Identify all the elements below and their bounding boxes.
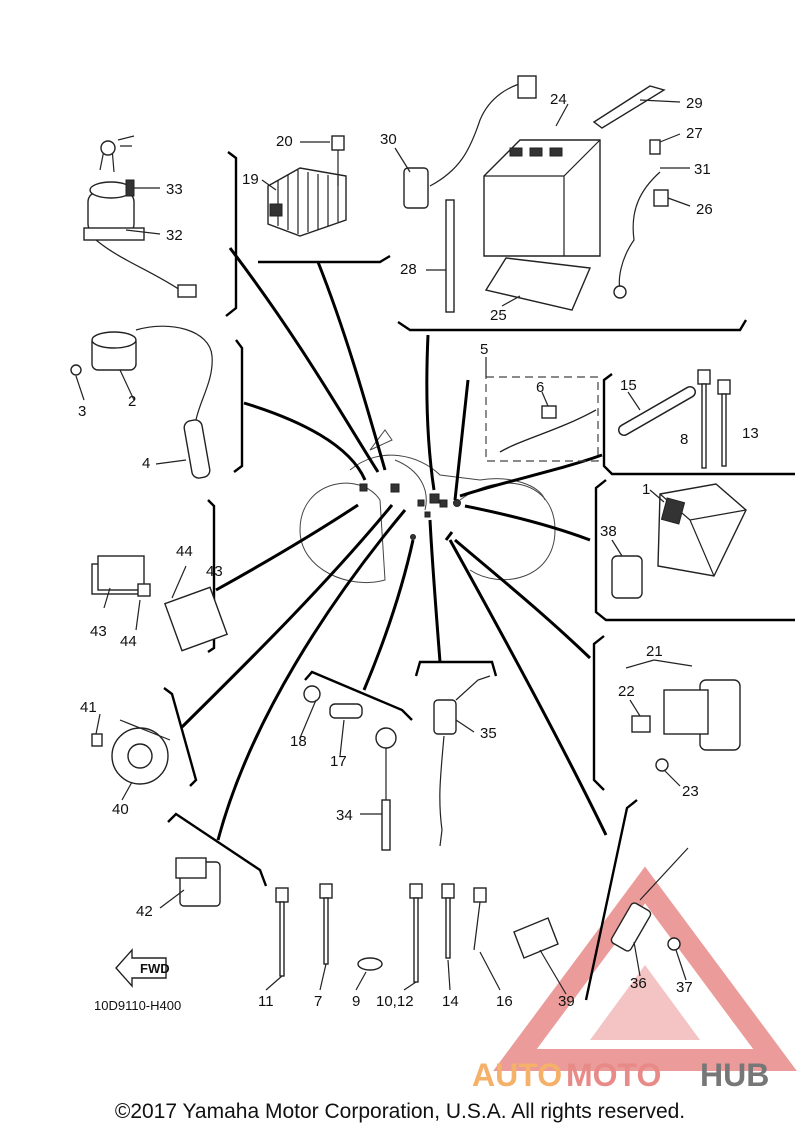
callout-23: 23 bbox=[682, 783, 699, 800]
watermark-part-auto: AUTO bbox=[472, 1057, 562, 1093]
fwd-label: FWD bbox=[140, 961, 170, 976]
rectifier-regulator bbox=[267, 135, 347, 237]
callout-17: 17 bbox=[330, 753, 347, 770]
callout-41: 41 bbox=[80, 699, 97, 716]
callout-11: 11 bbox=[258, 993, 274, 1010]
callout-7: 7 bbox=[314, 993, 322, 1010]
callout-15: 15 bbox=[620, 377, 637, 394]
callout-20: 20 bbox=[276, 133, 293, 150]
callout-44a: 44 bbox=[120, 633, 137, 650]
fwd-arrow-icon: FWD bbox=[115, 948, 170, 988]
callout-3: 3 bbox=[78, 403, 86, 420]
callout-28: 28 bbox=[400, 261, 417, 278]
callout-33: 33 bbox=[166, 181, 183, 198]
callout-2: 2 bbox=[128, 393, 136, 410]
callout-8: 8 bbox=[680, 431, 688, 448]
callout-26: 26 bbox=[696, 201, 713, 218]
ignition-coil bbox=[70, 325, 213, 479]
callout-43a: 43 bbox=[90, 623, 107, 640]
watermark-part-moto: MOTO bbox=[566, 1057, 661, 1093]
callout-10-12: 10,12 bbox=[376, 993, 414, 1010]
sensor-35 bbox=[433, 675, 491, 847]
callout-27: 27 bbox=[686, 125, 703, 142]
neutral-switch bbox=[303, 685, 397, 851]
callout-42: 42 bbox=[136, 903, 153, 920]
callout-43b: 43 bbox=[206, 563, 223, 580]
callout-40: 40 bbox=[112, 801, 129, 818]
callout-leaders bbox=[75, 99, 693, 995]
callout-34: 34 bbox=[336, 807, 353, 824]
leader-wires bbox=[180, 247, 608, 841]
callout-14: 14 bbox=[442, 993, 459, 1010]
callout-6: 6 bbox=[536, 379, 544, 396]
copyright-notice: ©2017 Yamaha Motor Corporation, U.S.A. A… bbox=[114, 1100, 686, 1123]
callout-4: 4 bbox=[142, 455, 150, 472]
callout-36: 36 bbox=[630, 975, 647, 992]
callout-5: 5 bbox=[480, 341, 488, 358]
callout-18: 18 bbox=[290, 733, 307, 750]
callout-19: 19 bbox=[242, 171, 259, 188]
main-switch-assembly bbox=[83, 135, 197, 298]
callout-labels: 1 2 3 4 5 6 7 8 9 10,12 11 13 14 15 16 1… bbox=[78, 91, 759, 1010]
horn bbox=[91, 719, 171, 785]
callout-31: 31 bbox=[694, 161, 711, 178]
callout-32: 32 bbox=[166, 227, 183, 244]
callout-16: 16 bbox=[496, 993, 513, 1010]
callout-44b: 44 bbox=[176, 543, 193, 560]
callout-21: 21 bbox=[646, 643, 663, 660]
flasher-relay bbox=[91, 555, 229, 652]
callout-24: 24 bbox=[550, 91, 567, 108]
callout-30: 30 bbox=[380, 131, 397, 148]
callout-9: 9 bbox=[352, 993, 360, 1010]
watermark-part-hub: HUB bbox=[700, 1057, 769, 1093]
tube-and-ties bbox=[618, 369, 731, 469]
callout-22: 22 bbox=[618, 683, 635, 700]
watermark-logo bbox=[493, 866, 797, 1071]
cdi-unit bbox=[611, 483, 747, 599]
callout-1: 1 bbox=[642, 481, 650, 498]
starter-relay bbox=[631, 679, 741, 772]
relay-42 bbox=[175, 857, 221, 907]
callout-37: 37 bbox=[676, 979, 693, 996]
battery-assembly bbox=[403, 75, 669, 313]
callout-29: 29 bbox=[686, 95, 703, 112]
callout-13: 13 bbox=[742, 425, 759, 442]
callout-38: 38 bbox=[600, 523, 617, 540]
watermark-text: AUTO MOTO HUB bbox=[472, 1057, 769, 1093]
wire-harness bbox=[485, 376, 599, 462]
vehicle-outline bbox=[299, 429, 556, 584]
callout-35: 35 bbox=[480, 725, 497, 742]
callout-25: 25 bbox=[490, 307, 507, 324]
group-brackets bbox=[163, 151, 795, 1001]
drawing-code: 10D9110-H400 bbox=[94, 998, 181, 1013]
bottom-ties bbox=[275, 847, 689, 983]
callout-39: 39 bbox=[558, 993, 575, 1010]
